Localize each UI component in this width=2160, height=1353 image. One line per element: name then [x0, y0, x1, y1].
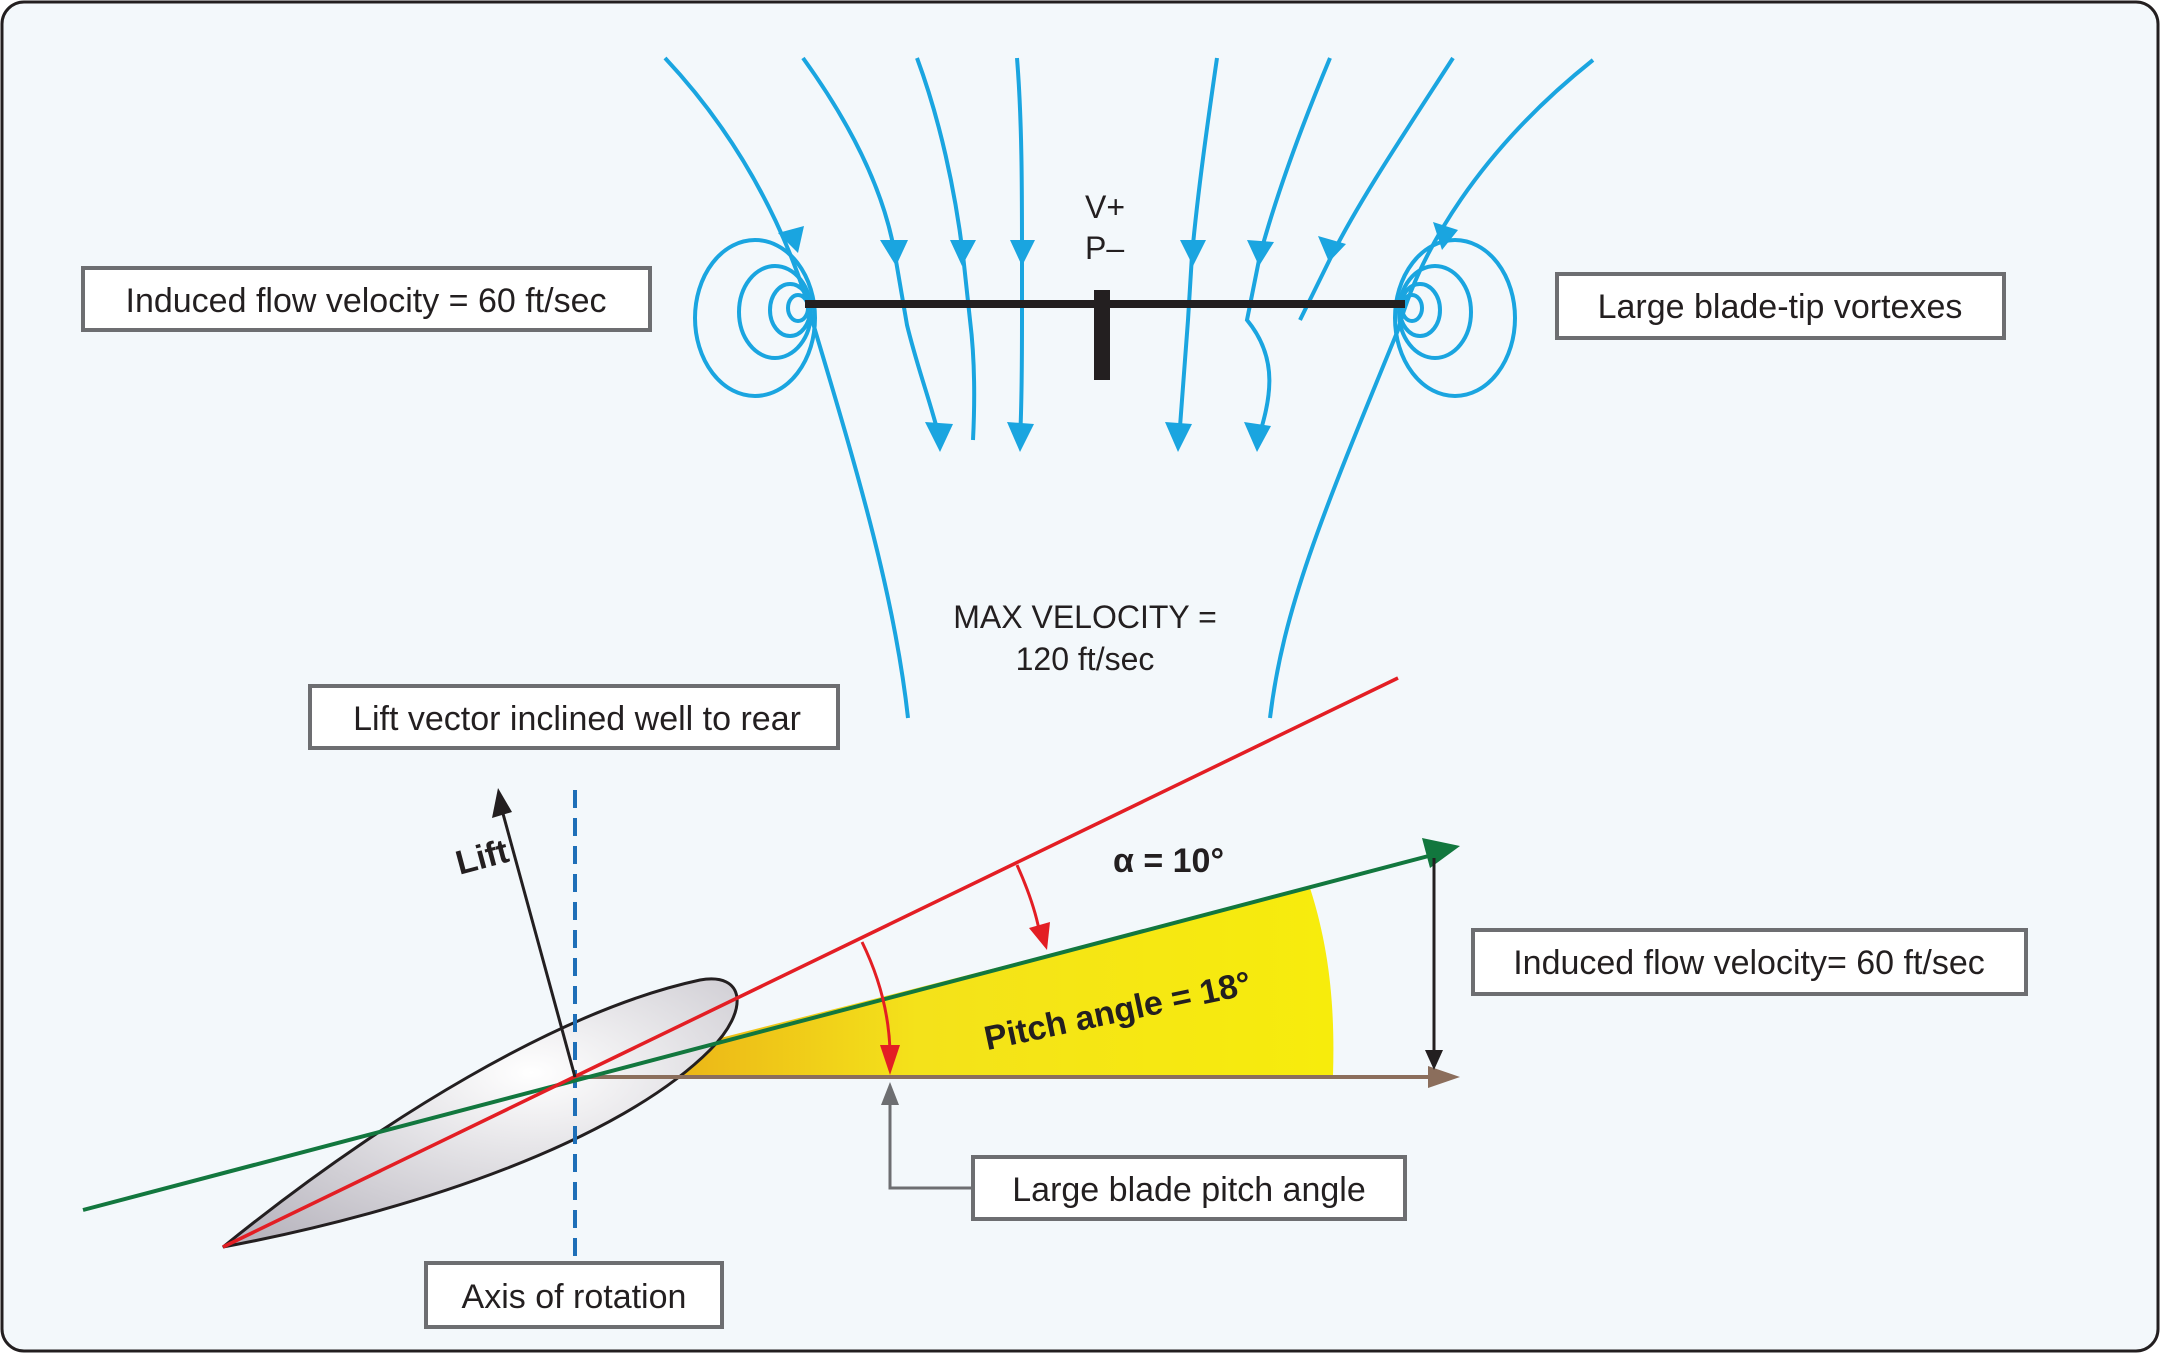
relative-wind-arrowhead — [1422, 838, 1460, 868]
relative-wind-line — [82, 851, 1441, 1212]
blade-tip-vortexes-text: Large blade-tip vortexes — [1598, 288, 1963, 326]
pitch-arrowhead — [880, 1045, 900, 1075]
induced-flow-right-box: Induced flow velocity= 60 ft/sec — [1471, 928, 2028, 996]
rotor-mast — [1094, 290, 1110, 380]
pitch-arc — [860, 941, 892, 1051]
rotor-plane-arrowhead — [1428, 1066, 1460, 1088]
induced-flow-top-text: Induced flow velocity = 60 ft/sec — [126, 282, 607, 320]
large-blade-pitch-text: Large blade pitch angle — [1012, 1171, 1366, 1209]
induced-flow-top-box: Induced flow velocity = 60 ft/sec — [81, 266, 652, 332]
lift-vector-box: Lift vector inclined well to rear — [308, 684, 840, 750]
lift-vector-text: Lift vector inclined well to rear — [353, 700, 801, 738]
axis-of-rotation-box: Axis of rotation — [424, 1261, 724, 1329]
flow-arrowheads — [778, 222, 1458, 452]
large-blade-pitch-box: Large blade pitch angle — [971, 1155, 1407, 1221]
alpha-label: α = 10° — [1113, 842, 1224, 880]
axis-of-rotation-text: Axis of rotation — [462, 1278, 687, 1316]
p-minus-label: P– — [1085, 230, 1124, 266]
induced-flow-arrowhead — [1425, 1050, 1443, 1070]
alpha-arrowhead — [1029, 922, 1050, 950]
lift-vector-shaft — [500, 809, 577, 1078]
max-velocity-line2: 120 ft/sec — [1016, 641, 1155, 677]
chord-line — [222, 676, 1399, 1249]
pitch-pointer-arrowhead — [881, 1082, 899, 1105]
max-velocity-line1: MAX VELOCITY = — [953, 599, 1217, 635]
blade-tip-vortexes-box: Large blade-tip vortexes — [1555, 272, 2006, 340]
v-plus-label: V+ — [1085, 189, 1125, 225]
pitch-pointer-line — [888, 1095, 973, 1190]
lift-vector-arrowhead — [492, 788, 512, 818]
induced-flow-right-text: Induced flow velocity= 60 ft/sec — [1513, 944, 1985, 982]
right-tip-vortex — [1393, 238, 1517, 398]
left-tip-vortex — [693, 238, 817, 398]
